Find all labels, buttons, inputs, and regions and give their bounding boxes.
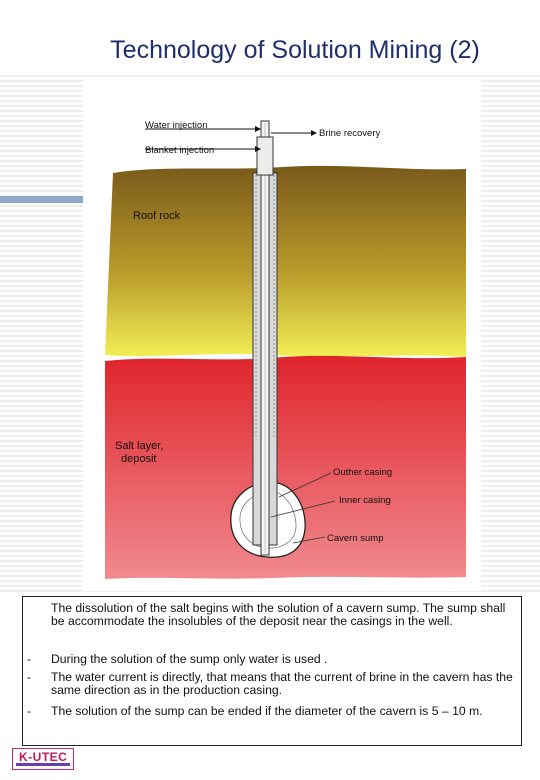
- logo-text: K-UTEC: [19, 750, 68, 764]
- cavern-sump-label: Cavern sump: [327, 533, 384, 544]
- paragraph-dash: -: [27, 652, 32, 666]
- paragraph-text: The dissolution of the salt begins with …: [51, 601, 506, 629]
- description-box: The dissolution of the salt begins with …: [22, 596, 522, 746]
- brine-recovery-label: Brine recovery: [319, 128, 380, 139]
- roof-rock-layer: [105, 165, 466, 357]
- diagram-svg: Water injection Blanket injection Brine …: [105, 120, 466, 579]
- solution-mining-diagram: Water injection Blanket injection Brine …: [83, 77, 481, 591]
- wellhead: [256, 136, 274, 176]
- salt-layer-label-2: deposit: [121, 453, 156, 465]
- paragraph-dash: -: [27, 704, 32, 718]
- k-utec-logo: K-UTEC: [12, 748, 74, 770]
- inner-casing-label: Inner casing: [339, 495, 391, 506]
- water-injection-label: Water injection: [145, 120, 207, 131]
- paragraph-dash: -: [27, 670, 32, 684]
- logo-underline: [16, 763, 70, 766]
- roof-rock-label: Roof rock: [133, 210, 181, 222]
- page-title: Technology of Solution Mining (2): [110, 36, 480, 64]
- paragraph-text: The solution of the sump can be ended if…: [51, 704, 483, 718]
- salt-layer-label-1: Salt layer,: [115, 440, 163, 452]
- paragraph-text: The water current is directly, that mean…: [51, 670, 513, 698]
- salt-layer: [105, 355, 466, 579]
- paragraph-text: During the solution of the sump only wat…: [51, 652, 328, 666]
- outer-casing-label: Outher casing: [333, 467, 392, 478]
- accent-bar: [0, 196, 84, 203]
- blanket-injection-label: Blanket injection: [145, 145, 214, 156]
